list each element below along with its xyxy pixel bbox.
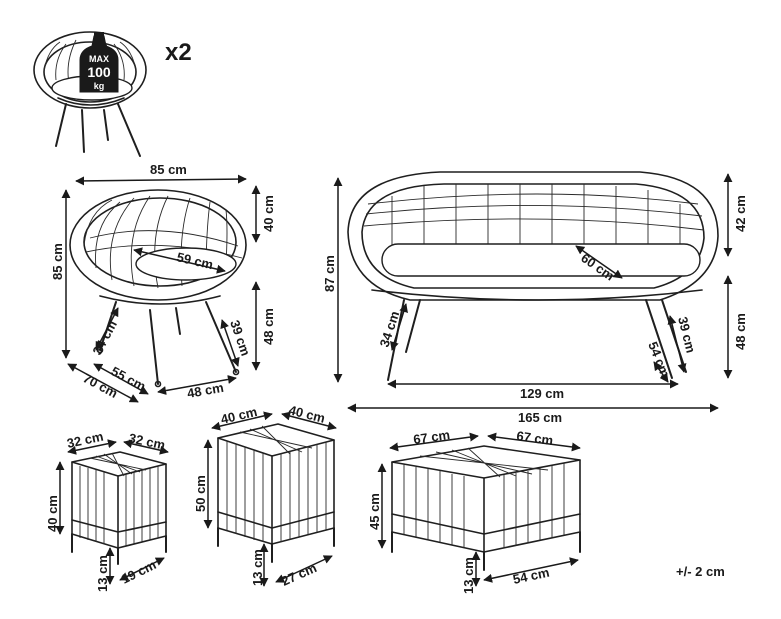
chair-foot-span-width-label: 48 cm — [186, 380, 225, 401]
medium-table-width-label: 40 cm — [219, 404, 258, 427]
max-load-unit: kg — [94, 81, 105, 91]
medium-table-base-label: 27 cm — [279, 560, 319, 589]
sofa-foot-span-label: 129 cm — [520, 386, 564, 401]
chair-leg-back-label: 39 cm — [227, 318, 253, 358]
chair-seat-height-label: 48 cm — [261, 308, 276, 345]
large-table-leg-height-label: 13 cm — [461, 557, 476, 594]
chair-back-height-label: 40 cm — [261, 195, 276, 232]
max-load-top: MAX — [89, 54, 109, 64]
chair-width-label: 85 cm — [150, 162, 187, 177]
large-table-drawing — [391, 445, 581, 571]
tolerance-note: +/- 2 cm — [676, 564, 725, 579]
small-table-base-label: 19 cm — [119, 557, 159, 587]
large-table-width-label: 67 cm — [412, 427, 451, 447]
small-table-drawing — [71, 451, 167, 565]
large-table-height-label: 45 cm — [367, 493, 382, 530]
sofa-back-height-label: 42 cm — [733, 195, 748, 232]
chair-leg-front-label: 34 cm — [89, 318, 120, 358]
medium-table-height-label: 50 cm — [193, 475, 208, 512]
sofa-foot-depth-label: 54 cm — [645, 340, 673, 380]
quantity-label: x2 — [165, 39, 192, 66]
sofa-width-label: 165 cm — [518, 410, 562, 425]
large-table-base-label: 54 cm — [512, 565, 551, 587]
large-table-depth-label: 67 cm — [516, 428, 555, 448]
medium-table-depth-label: 40 cm — [287, 402, 326, 425]
medium-table-drawing — [217, 423, 335, 563]
small-table-depth-label: 32 cm — [127, 430, 166, 452]
medium-table-leg-height-label: 13 cm — [250, 549, 265, 586]
small-table-height-label: 40 cm — [45, 495, 60, 532]
small-table-width-label: 32 cm — [66, 429, 105, 451]
max-load-badge: MAX 100 kg — [79, 32, 119, 93]
max-load-value: 100 — [87, 64, 111, 80]
sofa-seat-height-label: 48 cm — [733, 313, 748, 350]
chair-drawing — [69, 189, 247, 388]
chair-height-label: 85 cm — [50, 243, 65, 280]
small-table-leg-height-label: 13 cm — [95, 555, 110, 592]
sofa-height-label: 87 cm — [322, 255, 337, 292]
